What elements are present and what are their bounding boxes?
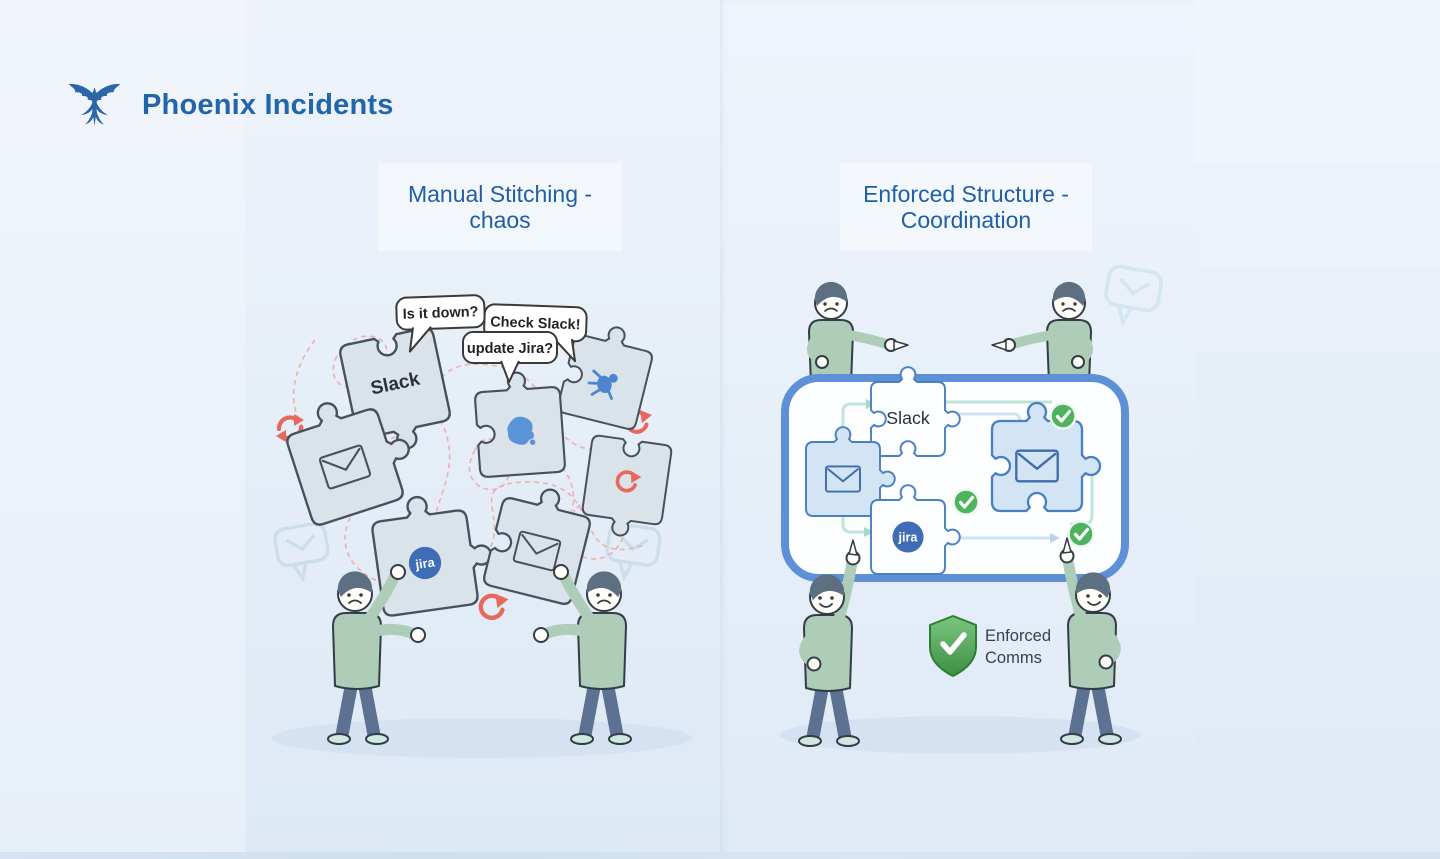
svg-text:Check Slack!: Check Slack! — [490, 314, 581, 333]
left-illustration-chaos: Slack — [271, 294, 692, 758]
jira-logo-icon — [408, 546, 442, 580]
board-piece-slack: Slack — [870, 366, 961, 457]
refresh-icon — [481, 594, 509, 618]
bug-icon — [587, 369, 618, 400]
puzzle-piece-jira: jira — [367, 486, 499, 618]
frowning-person-pointing-left — [809, 282, 908, 384]
badge-label-line1: Enforced — [985, 627, 1051, 645]
jira-label: jira — [413, 554, 436, 572]
right-panel-title-card: Enforced Structure - Coordination — [840, 163, 1092, 251]
check-icon — [951, 487, 981, 517]
chat-watermark-icon — [271, 520, 334, 584]
chat-watermark-icon — [1099, 263, 1165, 330]
check-icon — [1066, 519, 1096, 549]
speech-bubble: Is it down? — [395, 294, 486, 353]
puzzle-piece-slack: Slack — [337, 325, 457, 460]
right-illustration-coordination: Slack jira Enforced Comms — [780, 263, 1165, 754]
puzzle-piece-blob — [472, 368, 567, 479]
right-panel-title: Enforced Structure - Coordination — [863, 181, 1069, 233]
frowning-person-pointing-right — [992, 282, 1091, 384]
bottom-edge-strip — [0, 852, 1440, 859]
ground-shadow — [780, 716, 1140, 754]
svg-text:Is it down?: Is it down? — [402, 304, 478, 323]
speech-bubble: update Jira? — [462, 331, 558, 383]
jira-logo-icon — [892, 521, 924, 553]
puzzle-piece-refresh — [578, 433, 674, 543]
phoenix-icon — [68, 84, 121, 126]
background-band-right — [1195, 0, 1440, 859]
blob-icon — [507, 416, 536, 445]
badge-label-line2: Comms — [985, 649, 1042, 667]
check-icon — [1048, 401, 1078, 431]
board-piece-jira: jira — [870, 484, 961, 575]
left-panel-title-card: Manual Stitching - chaos — [378, 163, 622, 251]
jira-label: jira — [898, 530, 919, 544]
header: Phoenix Incidents — [63, 72, 394, 138]
slack-label: Slack — [886, 408, 930, 428]
page-title: Phoenix Incidents — [142, 88, 394, 121]
puzzle-piece-envelope — [481, 477, 598, 607]
enforced-comms-badge — [929, 615, 977, 677]
svg-text:update Jira?: update Jira? — [467, 341, 553, 357]
puzzle-piece-bug — [555, 316, 659, 432]
left-panel-title: Manual Stitching - chaos — [407, 181, 593, 233]
